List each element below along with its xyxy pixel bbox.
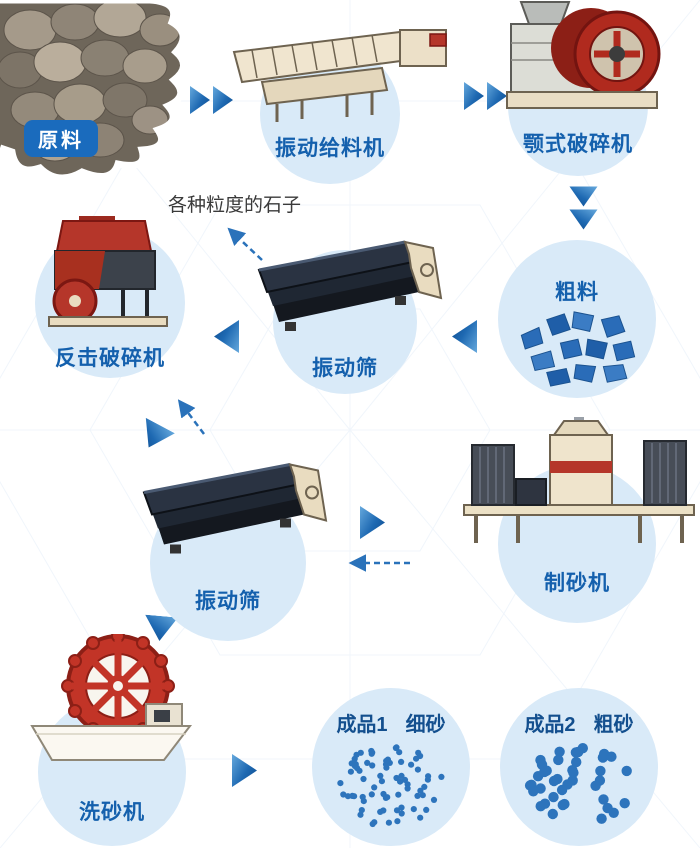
node-impact-crusher: 反击破碎机	[35, 216, 185, 378]
sand-maker-illustration	[463, 417, 695, 543]
vibrating-screen-illustration	[142, 463, 328, 554]
node-coarse-material: 粗料	[498, 240, 656, 398]
node-label: 反击破碎机	[55, 347, 165, 370]
node-label: 粗料	[555, 281, 599, 304]
node-sand-washer: 洗砂机	[30, 634, 193, 846]
product-name: 成品2	[524, 714, 576, 736]
dashed-arrow-to-stones-note	[227, 227, 263, 261]
node-label: 颚式破碎机	[523, 133, 633, 156]
arrow-jaw-to-coarse	[570, 187, 598, 230]
arrow-coarse-to-screen	[452, 320, 477, 353]
arrow-screen-to-impact	[214, 320, 239, 353]
raw-material-label: 原料	[24, 120, 98, 157]
node-vibrating-screen-lower: 振动筛	[142, 463, 328, 641]
sand-washer-illustration	[30, 634, 193, 761]
jaw-crusher-illustration	[506, 1, 661, 109]
stones-size-note: 各种粒度的石子	[168, 195, 302, 216]
arrow-washer-to-product	[232, 754, 257, 787]
node-circle	[312, 688, 470, 846]
node-vibrating-screen-upper: 振动筛	[257, 240, 443, 394]
arrow-feeder-to-jaw	[464, 82, 507, 110]
node-product-coarse-sand: 成品2 粗砂	[500, 688, 658, 846]
product-heading: 成品2 粗砂	[500, 708, 658, 737]
node-label: 振动筛	[312, 357, 378, 380]
arrow-screen-lower-to-sandmaker	[360, 506, 385, 539]
vibrating-screen-illustration	[257, 240, 443, 331]
dashed-arrow-sandmaker-to-screen-lower	[348, 554, 410, 572]
product-heading: 成品1 细砂	[312, 708, 470, 737]
node-label: 振动给料机	[275, 137, 385, 160]
impact-crusher-illustration	[48, 216, 168, 327]
coarse-rocks-illustration	[520, 311, 636, 387]
node-jaw-crusher: 颚式破碎机	[506, 1, 661, 176]
node-product-fine-sand: 成品1 细砂	[312, 688, 470, 846]
node-sand-maker: 制砂机	[463, 417, 695, 623]
product-type: 粗砂	[593, 714, 634, 736]
node-label: 制砂机	[544, 572, 610, 595]
fine-sand-dots-illustration	[337, 744, 445, 828]
node-circle	[500, 688, 658, 846]
coarse-sand-dots-illustration	[524, 743, 632, 824]
product-name: 成品1	[336, 714, 388, 736]
node-label: 振动筛	[195, 590, 261, 613]
product-type: 细砂	[405, 714, 446, 736]
node-label: 洗砂机	[79, 801, 145, 824]
arrow-raw-to-feeder	[190, 86, 233, 114]
node-vibrating-feeder: 振动给料机	[232, 29, 447, 184]
vibrating-feeder-illustration	[232, 29, 447, 122]
dashed-arrow-screen-lower-to-impact	[177, 399, 205, 435]
